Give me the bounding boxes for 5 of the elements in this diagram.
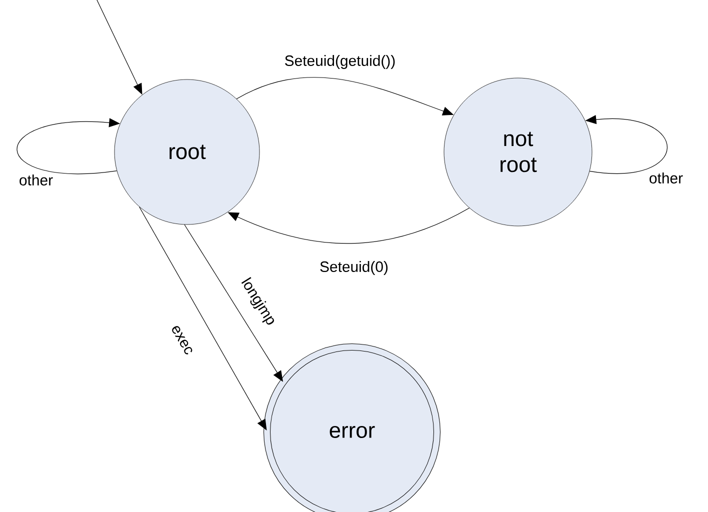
edge-label: other [648,172,684,184]
edge-label: other [18,174,54,186]
arrow [139,206,267,430]
edge-label: Seteuid(getuid()) [283,54,397,70]
edge-label: Seteuid(0) [318,260,390,276]
